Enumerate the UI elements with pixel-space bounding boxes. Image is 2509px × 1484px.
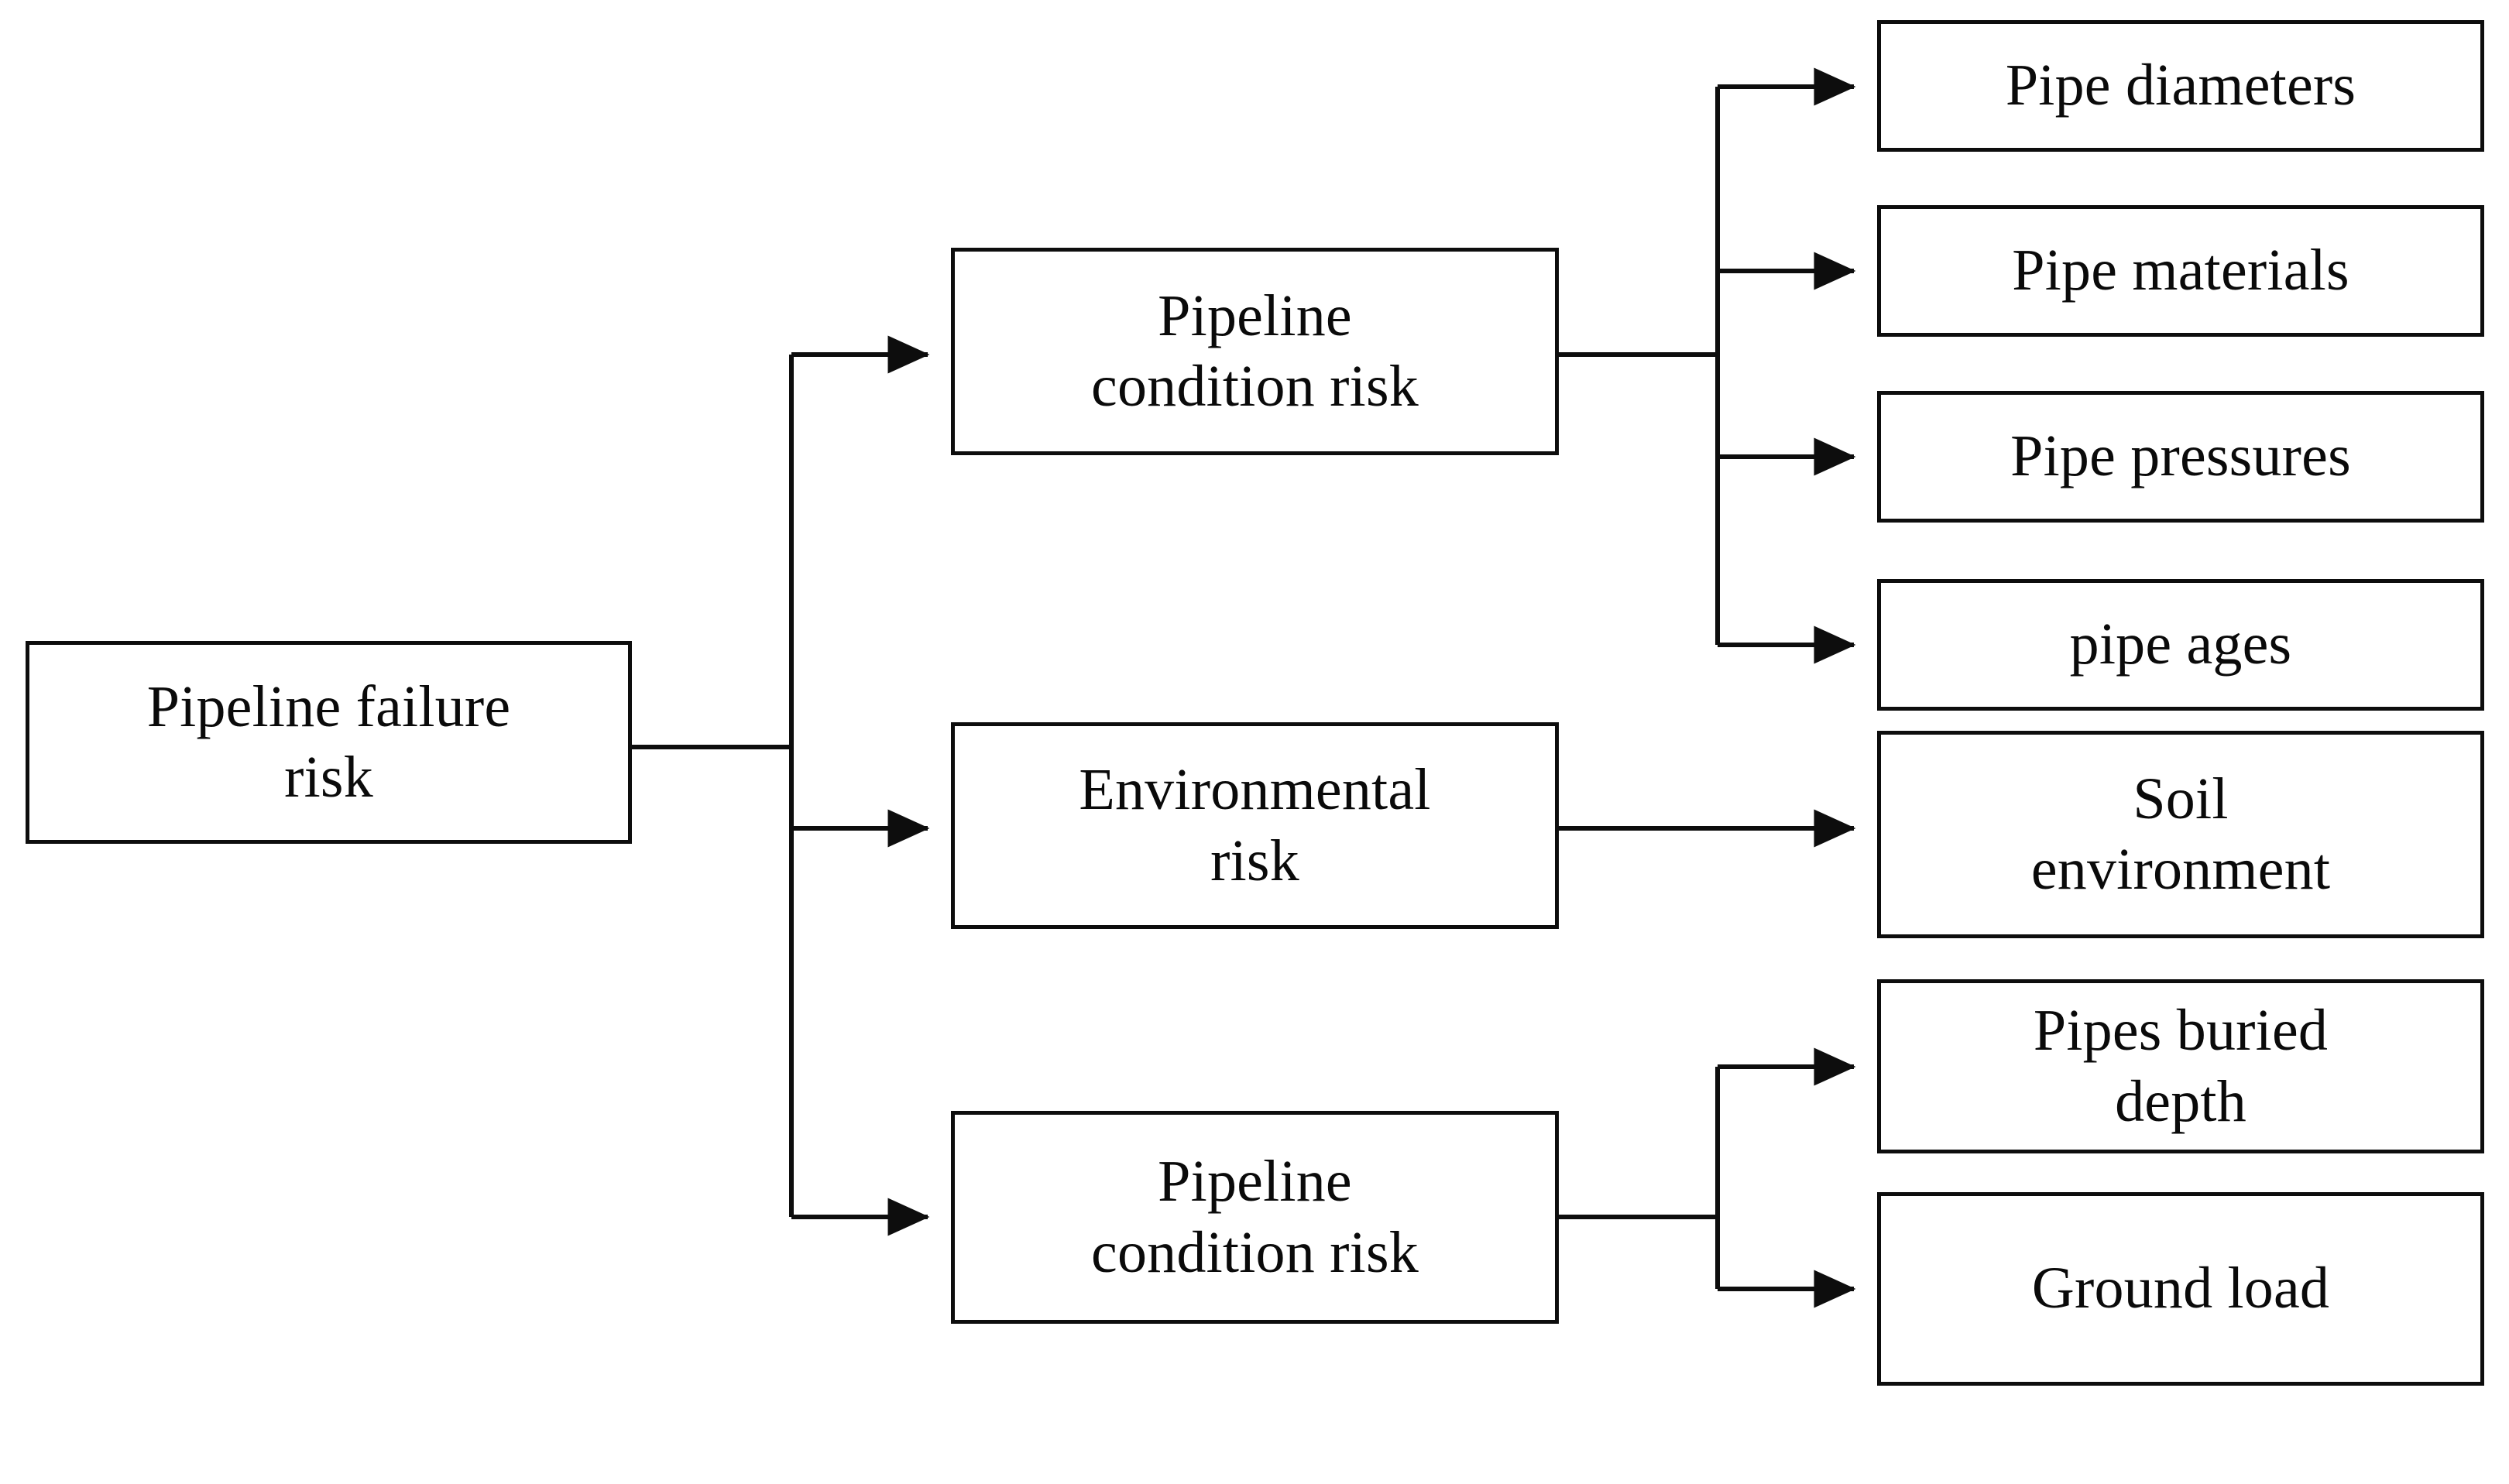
node-pipe-pressures[interactable]: Pipe pressures [1877,391,2484,523]
node-label-line2: environment [2030,837,2331,902]
node-ground-load[interactable]: Ground load [1877,1192,2484,1386]
edge-group-level2-bottom [1559,1047,1856,1308]
node-label-line2: condition risk [1091,1219,1419,1285]
node-label: Pipe pressures [2010,423,2351,489]
node-label-line1: Pipes buried [2033,998,2329,1064]
node-label-line1: Soil [2133,766,2229,831]
node-pipe-materials[interactable]: Pipe materials [1877,205,2484,337]
edge-group-level2-top [1559,67,1856,664]
node-label-line2: risk [284,745,373,810]
node-pipe-diameters[interactable]: Pipe diameters [1877,20,2484,152]
node-pipe-ages[interactable]: pipe ages [1877,579,2484,711]
node-label-line2: risk [1210,828,1299,893]
node-label-line2: depth [2115,1068,2246,1134]
node-label: Pipe materials [2012,238,2349,303]
node-label-line1: Pipeline [1158,1149,1352,1215]
node-label: Pipe diameters [2005,53,2356,118]
node-label-line1: Environmental [1079,757,1431,823]
node-label: Ground load [2031,1256,2330,1321]
edge-group-level1 [632,335,930,1236]
node-label-line1: Pipeline failure [146,673,511,739]
node-label-line1: Pipeline [1158,283,1352,348]
node-label: pipe ages [2069,612,2292,677]
node-label-line2: condition risk [1091,354,1419,419]
